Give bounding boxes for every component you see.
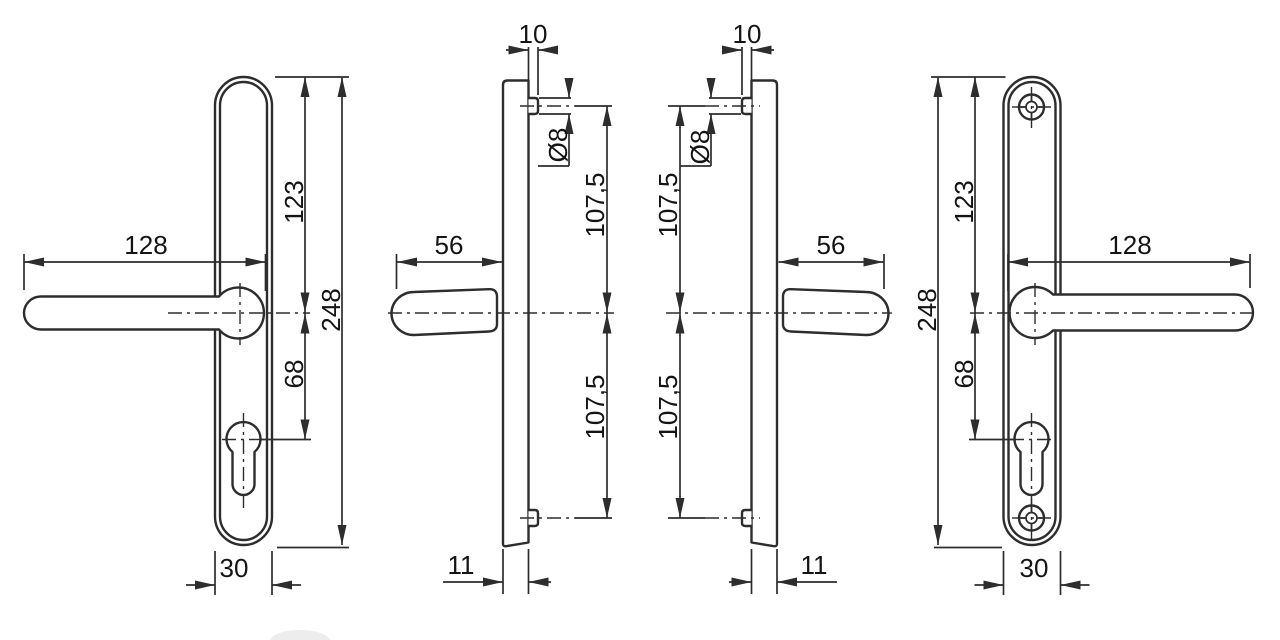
centerlines	[388, 105, 614, 519]
cylinder-hole	[1013, 420, 1050, 497]
arrowhead	[675, 292, 685, 313]
arrowhead	[778, 257, 799, 267]
dim-top-to-handle-label: 123	[949, 180, 979, 223]
side-view-handle-left: 10 Ø8 107,5 107,5 56 11	[388, 19, 614, 594]
dim-pin-diameter-label: Ø8	[543, 128, 573, 163]
dim-pin-projection-label: 10	[733, 19, 762, 49]
arrowhead	[195, 580, 215, 590]
arrowhead	[337, 525, 347, 545]
lever-grip-profile	[781, 287, 890, 337]
dim-handle-projection-label: 56	[435, 230, 464, 260]
arrowhead	[970, 77, 980, 97]
arrowhead	[777, 577, 797, 587]
arrowhead	[731, 577, 752, 587]
arrowhead	[863, 257, 884, 267]
arrowhead	[1060, 580, 1081, 590]
arrowhead	[272, 580, 292, 590]
arrowhead	[933, 525, 943, 545]
dim-pin-projection-label: 10	[519, 19, 548, 49]
dimension-lines	[23, 76, 349, 595]
arrowhead	[602, 498, 612, 518]
dim-plate-height-label: 248	[912, 288, 942, 331]
arrowhead	[1008, 257, 1028, 267]
screw-hole-top	[1012, 87, 1051, 128]
dim-plate-width-label: 30	[220, 553, 249, 583]
dim-handle-projection-label: 56	[817, 230, 846, 260]
centerlines	[666, 105, 892, 519]
arrowhead	[602, 106, 612, 126]
arrowhead	[933, 77, 943, 97]
front-view-handle-right: 128 123 248 68 30	[912, 75, 1256, 595]
dim-top-to-handle-label: 123	[279, 180, 309, 223]
front-view-handle-left: 128 123 248 68 30	[22, 75, 349, 595]
arrowhead	[751, 45, 772, 55]
centerlines	[970, 283, 1256, 513]
dimension-lines	[668, 45, 885, 594]
dim-handle-to-cylinder-label: 68	[279, 360, 309, 389]
arrowhead	[538, 45, 558, 55]
arrowhead	[300, 419, 310, 440]
arrowhead	[482, 257, 502, 267]
dim-lower-span-label: 107,5	[653, 374, 683, 439]
dimension-lines	[931, 76, 1251, 595]
dim-plate-height-label: 248	[316, 288, 346, 331]
arrowhead	[602, 313, 612, 334]
faint-watermark	[270, 630, 330, 640]
dim-plate-thickness-label: 11	[801, 550, 828, 580]
centerlines	[168, 283, 310, 513]
arrowhead	[528, 577, 549, 587]
dim-plate-thickness-label: 11	[448, 550, 475, 580]
arrowhead	[337, 77, 347, 97]
arrowhead	[970, 419, 980, 440]
arrowhead	[24, 257, 44, 267]
arrowhead	[300, 313, 310, 334]
arrowhead	[508, 45, 529, 55]
dim-upper-span-label: 107,5	[653, 172, 683, 237]
arrowhead	[970, 292, 980, 313]
lever-handle	[22, 286, 266, 340]
dim-plate-width-label: 30	[1020, 553, 1049, 583]
arrowhead	[300, 292, 310, 313]
arrowhead	[675, 498, 685, 518]
dim-handle-length-label: 128	[124, 230, 167, 260]
arrowhead	[602, 292, 612, 313]
arrowhead	[983, 580, 1004, 590]
dim-handle-to-cylinder-label: 68	[949, 360, 979, 389]
arrowhead	[300, 77, 310, 97]
dim-pin-diameter-label: Ø8	[685, 130, 715, 165]
dim-upper-span-label: 107,5	[580, 172, 610, 237]
dim-lower-span-label: 107,5	[580, 374, 610, 439]
backplate-profile	[750, 79, 779, 548]
arrowhead	[1230, 257, 1250, 267]
arrowhead	[722, 45, 742, 55]
arrowhead	[675, 313, 685, 334]
cylinder-hole	[225, 420, 262, 497]
lever-handle	[1008, 285, 1255, 340]
arrowhead	[564, 114, 574, 134]
arrowhead	[397, 257, 417, 267]
arrowhead	[245, 257, 266, 267]
dim-handle-length-label: 128	[1108, 230, 1151, 260]
arrowhead	[564, 78, 574, 98]
arrowhead	[675, 106, 685, 126]
lever-grip-profile	[390, 287, 499, 337]
dimension-lines	[395, 45, 612, 594]
arrowhead	[706, 114, 716, 134]
arrowhead	[970, 313, 980, 334]
arrowhead	[483, 577, 503, 587]
arrowhead	[706, 78, 716, 98]
side-view-handle-right: 10 Ø8 107,5 107,5 56 11	[653, 19, 892, 594]
